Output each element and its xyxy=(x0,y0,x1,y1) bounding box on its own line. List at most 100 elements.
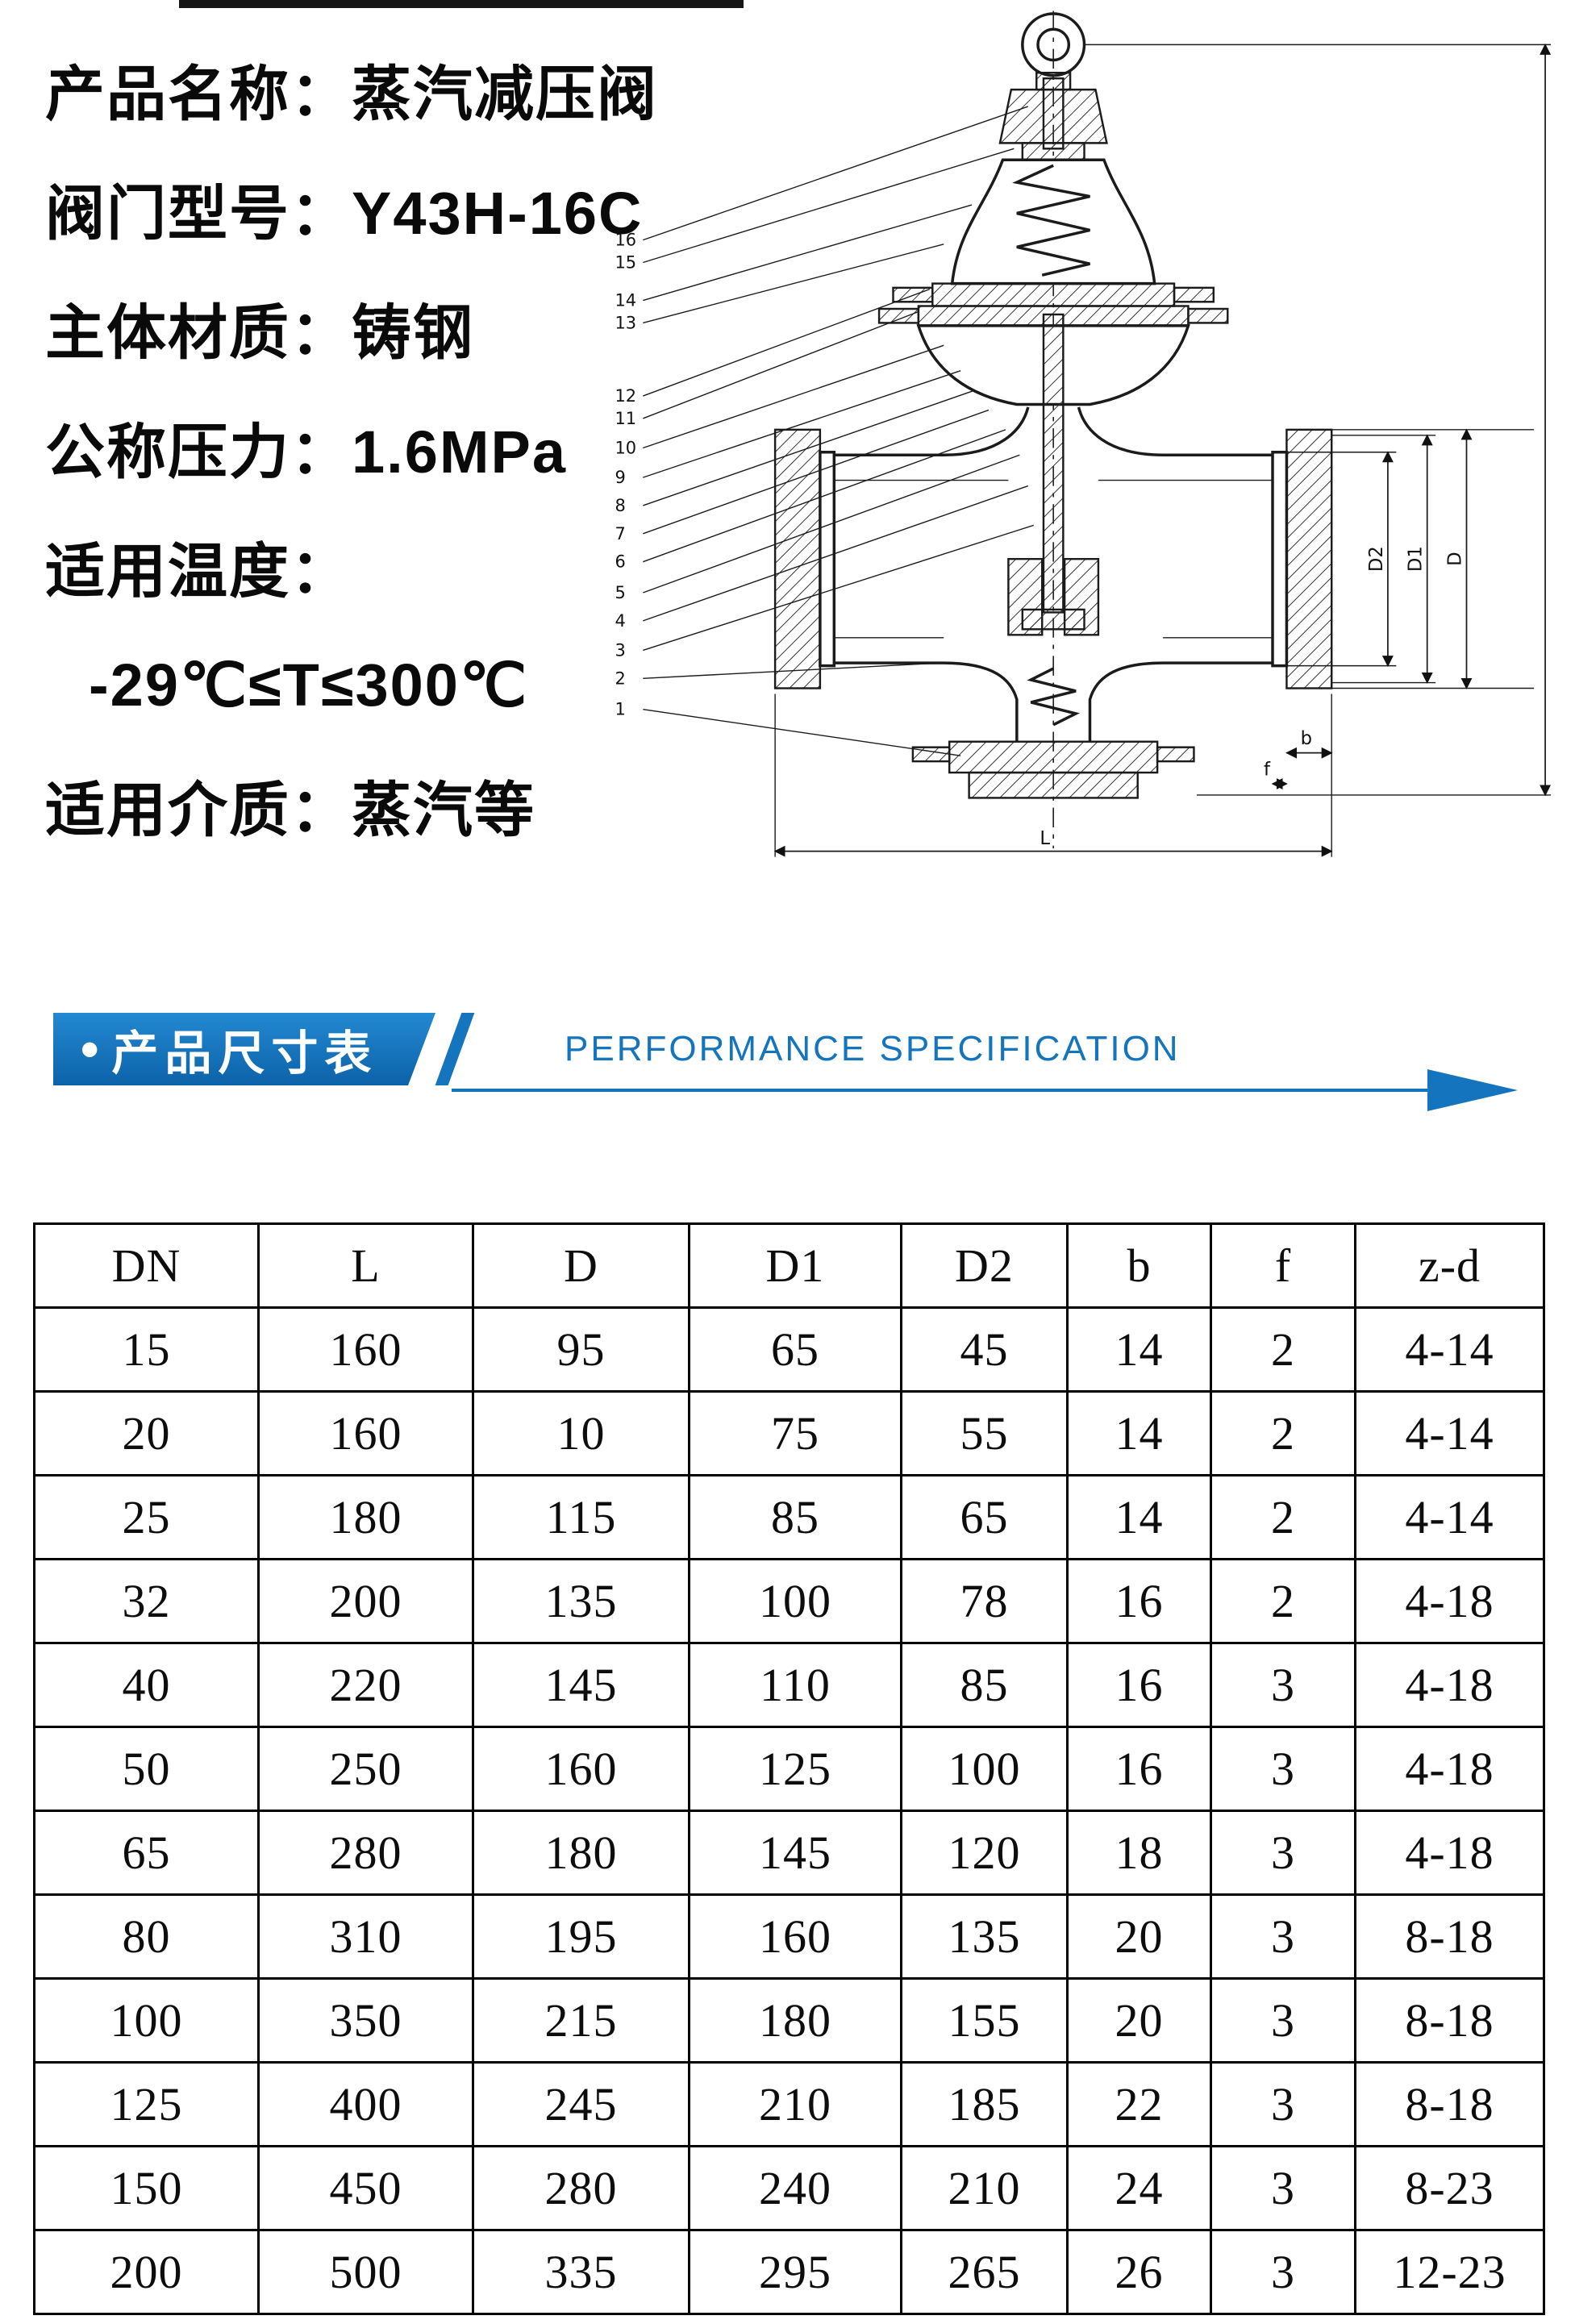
banner-arrowhead-icon xyxy=(1427,1069,1518,1111)
cropped-header-strip xyxy=(179,0,744,8)
table-cell: 26 xyxy=(1066,2229,1212,2315)
table-cell: 210 xyxy=(688,2061,902,2147)
table-cell: 20 xyxy=(33,1390,260,1476)
table-cell: 125 xyxy=(33,2061,260,2147)
dim-label-l: L xyxy=(1040,828,1050,849)
table-cell: 125 xyxy=(688,1726,902,1812)
banner-decor-stripe xyxy=(435,1013,475,1085)
table-cell: 4-18 xyxy=(1354,1726,1545,1812)
table-cell: 195 xyxy=(472,1893,690,1980)
table-cell: 45 xyxy=(900,1306,1069,1393)
dim-label-d2: D2 xyxy=(1366,546,1387,572)
table-cell: 3 xyxy=(1210,2061,1356,2147)
banner-title: 产品尺寸表 xyxy=(111,1027,378,1080)
table-cell: 155 xyxy=(900,1977,1069,2064)
table-cell: 2 xyxy=(1210,1558,1356,1644)
callout-13: 13 xyxy=(615,313,636,332)
callout-leader-lines xyxy=(643,106,1034,756)
col-header-d: D xyxy=(472,1222,690,1309)
table-cell: 4-14 xyxy=(1354,1306,1545,1393)
col-header-f: f xyxy=(1210,1222,1356,1309)
table-cell: 500 xyxy=(257,2229,474,2315)
table-cell: 3 xyxy=(1210,1810,1356,1896)
table-cell: 25 xyxy=(33,1474,260,1560)
table-cell: 100 xyxy=(688,1558,902,1644)
dim-label-d: D xyxy=(1445,552,1466,565)
table-cell: 2 xyxy=(1210,1474,1356,1560)
valve-technical-drawing: 16 15 14 13 12 11 10 9 8 7 6 5 4 3 2 1 xyxy=(606,8,1566,895)
table-cell: 40 xyxy=(33,1642,260,1728)
table-cell: 14 xyxy=(1066,1474,1212,1560)
table-cell: 65 xyxy=(33,1810,260,1896)
table-cell: 4-14 xyxy=(1354,1474,1545,1560)
table-cell: 4-14 xyxy=(1354,1390,1545,1476)
table-cell: 8-18 xyxy=(1354,1977,1545,2064)
table-cell: 16 xyxy=(1066,1726,1212,1812)
table-cell: 22 xyxy=(1066,2061,1212,2147)
table-cell: 8-23 xyxy=(1354,2145,1545,2231)
callout-labels: 16 15 14 13 12 11 10 9 8 7 6 5 4 3 2 1 xyxy=(615,231,636,719)
table-cell: 14 xyxy=(1066,1390,1212,1476)
callout-1: 1 xyxy=(615,700,625,719)
callout-9: 9 xyxy=(615,468,625,487)
callout-8: 8 xyxy=(615,496,625,515)
dim-label-b: b xyxy=(1301,728,1312,749)
product-name-line: 产品名称：蒸汽减压阀 xyxy=(45,60,658,127)
valve-model-line: 阀门型号：Y43H-16C xyxy=(45,179,644,247)
dimension-lines: D2 D1 D L b f xyxy=(773,43,1552,857)
dim-label-d1: D1 xyxy=(1406,546,1427,572)
table-cell: 4-18 xyxy=(1354,1810,1545,1896)
table-cell: 12-23 xyxy=(1354,2229,1545,2315)
temperature-label-line: 适用温度： xyxy=(45,537,352,605)
table-cell: 220 xyxy=(257,1642,474,1728)
callout-12: 12 xyxy=(615,386,636,406)
table-cell: 3 xyxy=(1210,2145,1356,2231)
table-cell: 16 xyxy=(1066,1642,1212,1728)
callout-7: 7 xyxy=(615,524,625,544)
table-cell: 160 xyxy=(472,1726,690,1812)
callout-10: 10 xyxy=(615,438,636,457)
table-cell: 145 xyxy=(688,1810,902,1896)
table-cell: 185 xyxy=(900,2061,1069,2147)
table-cell: 18 xyxy=(1066,1810,1212,1896)
table-cell: 250 xyxy=(257,1726,474,1812)
table-cell: 160 xyxy=(257,1306,474,1393)
table-cell: 55 xyxy=(900,1390,1069,1476)
table-cell: 240 xyxy=(688,2145,902,2231)
table-cell: 310 xyxy=(257,1893,474,1980)
table-cell: 180 xyxy=(688,1977,902,2064)
table-cell: 65 xyxy=(900,1474,1069,1560)
table-cell: 20 xyxy=(1066,1977,1212,2064)
section-banner: • 产品尺寸表 PERFORMANCE SPECIFICATION xyxy=(0,1013,1575,1134)
col-header-zd: z-d xyxy=(1354,1222,1545,1309)
table-cell: 335 xyxy=(472,2229,690,2315)
table-cell: 145 xyxy=(472,1642,690,1728)
table-cell: 3 xyxy=(1210,1642,1356,1728)
callout-5: 5 xyxy=(615,583,625,602)
table-cell: 3 xyxy=(1210,1726,1356,1812)
table-cell: 95 xyxy=(472,1306,690,1393)
bullet-icon: • xyxy=(81,1020,99,1078)
dim-label-f: f xyxy=(1264,760,1271,781)
table-cell: 200 xyxy=(33,2229,260,2315)
table-cell: 400 xyxy=(257,2061,474,2147)
table-cell: 280 xyxy=(257,1810,474,1896)
table-cell: 4-18 xyxy=(1354,1642,1545,1728)
valve-body-group xyxy=(773,12,1333,799)
product-info: 产品名称：蒸汽减压阀 阀门型号：Y43H-16C 主体材质：铸钢 公称压力：1.… xyxy=(45,29,658,864)
table-cell: 75 xyxy=(688,1390,902,1476)
temperature-range-line: -29℃≤T≤300℃ xyxy=(89,652,529,718)
table-cell: 135 xyxy=(900,1893,1069,1980)
table-cell: 350 xyxy=(257,1977,474,2064)
table-cell: 160 xyxy=(688,1893,902,1980)
callout-3: 3 xyxy=(615,640,625,660)
